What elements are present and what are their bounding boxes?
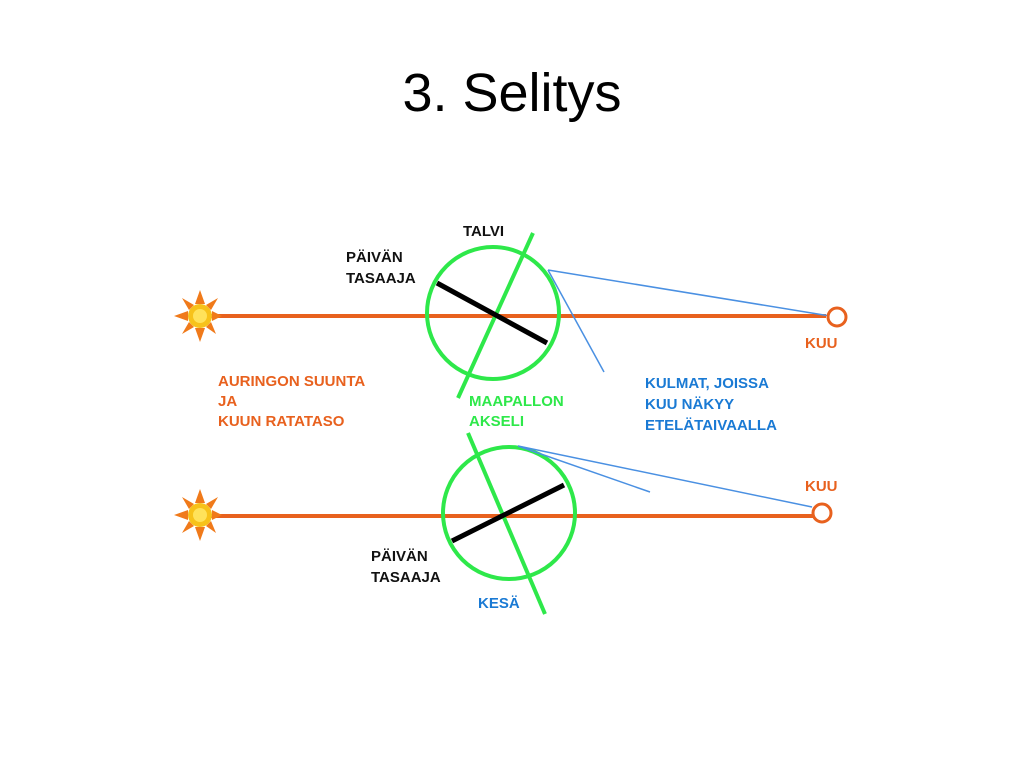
sun-icon	[174, 489, 222, 541]
label-equator-top-1: PÄIVÄN	[346, 249, 403, 266]
label-sun-direction-3: KUUN RATATASO	[218, 413, 345, 430]
sight-line-summer-2	[517, 445, 651, 493]
sight-line-summer-1	[517, 445, 813, 508]
sight-line-winter-1	[547, 269, 831, 317]
label-angles-1: KULMAT, JOISSA	[645, 375, 769, 392]
equator-summer	[450, 482, 566, 544]
label-winter: TALVI	[463, 223, 504, 240]
earth-winter	[425, 245, 561, 381]
moon-icon	[826, 306, 848, 328]
equator-winter	[435, 280, 549, 346]
label-moon-top: KUU	[805, 335, 838, 352]
summer-scene	[174, 432, 833, 615]
page-title: 3. Selitys	[402, 63, 622, 123]
label-equator-bottom-1: PÄIVÄN	[371, 548, 428, 565]
label-equator-top-2: TASAAJA	[346, 270, 416, 287]
earth-axis-summer	[466, 432, 547, 615]
label-angles-2: KUU NÄKYY	[645, 396, 734, 413]
label-axis-2: AKSELI	[469, 413, 524, 430]
sun-icon	[174, 290, 222, 342]
label-sun-direction-1: AURINGON SUUNTA	[218, 373, 365, 390]
label-axis-1: MAAPALLON	[469, 393, 564, 410]
label-summer: KESÄ	[478, 595, 520, 612]
label-angles-3: ETELÄTAIVAALLA	[645, 417, 777, 434]
label-sun-direction-2: JA	[218, 393, 237, 410]
winter-scene	[174, 232, 848, 399]
label-moon-bottom: KUU	[805, 478, 838, 495]
moon-icon	[811, 502, 833, 524]
sight-line-winter-2	[547, 269, 605, 373]
earth-summer	[441, 445, 577, 581]
label-equator-bottom-2: TASAAJA	[371, 569, 441, 586]
